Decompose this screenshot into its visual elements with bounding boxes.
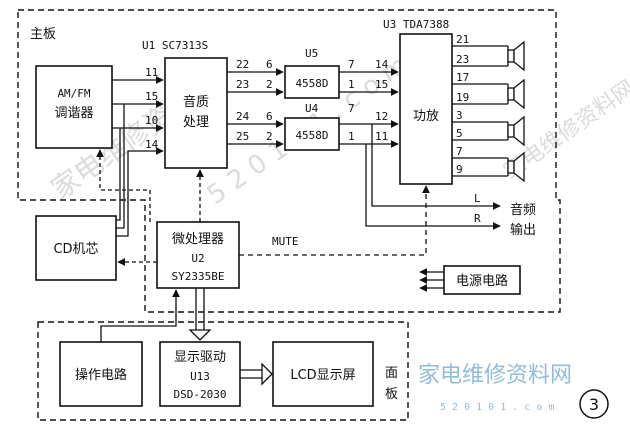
cd-mechanism-block: [35, 215, 117, 281]
u5-out-pin-7: 7: [348, 58, 355, 71]
cd-to-u1-wire-2: [116, 104, 125, 229]
u5-chip: 4558D: [295, 77, 328, 90]
tuner-pin-14: 14: [145, 138, 159, 151]
u3-out-pin-3: 3: [456, 109, 463, 122]
u1-pin-22: 22: [236, 58, 249, 71]
u4-in-pin-6: 6: [266, 110, 273, 123]
speaker-icon: [507, 78, 525, 110]
u3-out-pin-21: 21: [456, 33, 469, 46]
u5-label: U5: [305, 47, 318, 60]
u5-op-amp-block: [284, 65, 340, 99]
audio-out-line2: 输出: [510, 222, 536, 238]
u5-in-pin-6: 6: [266, 58, 273, 71]
u4-in-pin-2: 2: [266, 130, 273, 143]
panel-label-2: 板: [385, 387, 398, 402]
u3-in-pin-11: 11: [375, 130, 388, 143]
display-driver-line2: U13: [190, 370, 210, 383]
panel-label-1: 面: [385, 366, 398, 381]
audio-out-l-wire: [371, 124, 501, 210]
u3-out-pin-19: 19: [456, 91, 469, 104]
main-board-label: 主板: [30, 27, 56, 42]
tuner-pin-10: 10: [145, 114, 158, 127]
u1-audio-processor-block: [164, 57, 228, 169]
lcd-label: LCD显示屏: [290, 368, 355, 383]
audio-out-r-label: R: [474, 212, 481, 225]
u3-power-amp-block: [399, 33, 453, 185]
u4-op-amp-block: [284, 117, 340, 151]
display-driver-block: [159, 341, 241, 407]
audio-proc-line2: 处理: [183, 115, 209, 130]
audio-out-r-wire: [365, 144, 501, 230]
display-driver-line3: DSD-2030: [174, 388, 227, 401]
tuner-line1: AM/FM: [57, 87, 90, 100]
u4-out-pin-7: 7: [348, 102, 355, 115]
speaker-icon: [507, 151, 525, 183]
speaker-icon: [507, 40, 525, 72]
u3-out-pin-5: 5: [456, 127, 463, 140]
u3-header: U3 TDA7388: [383, 18, 449, 31]
mcu-line1: 微处理器: [172, 232, 224, 247]
figure-number-circle: [579, 389, 609, 419]
operation-to-mcu-wire: [100, 289, 180, 342]
tuner-line2: 调谐器: [54, 106, 93, 121]
display-driver-line1: 显示驱动: [174, 350, 226, 365]
mute-label: MUTE: [272, 235, 299, 248]
operation-label: 操作电路: [75, 367, 127, 383]
cd-label: CD机芯: [53, 242, 98, 257]
watermark-url: 5 2 0 1 0 1 . c o m: [440, 402, 554, 413]
u1-pin-24: 24: [236, 110, 250, 123]
speaker-icon: [507, 115, 525, 147]
mcu-line2: U2: [191, 252, 204, 265]
u3-in-pin-14: 14: [375, 58, 389, 71]
u3-out-pin-9: 9: [456, 163, 463, 176]
u1-pin-25: 25: [236, 130, 249, 143]
main-board-boundary: [17, 9, 561, 313]
audio-out-l-label: L: [474, 192, 481, 205]
u4-chip: 4558D: [295, 129, 328, 142]
am-fm-tuner-block: [35, 65, 113, 149]
mcu-to-tuner-control: [96, 149, 151, 222]
lcd-display-block: [272, 341, 374, 407]
u5-in-pin-2: 2: [266, 78, 273, 91]
panel-boundary: [37, 321, 409, 421]
u3-out-pin-17: 17: [456, 71, 469, 84]
u5-out-pin-1: 1: [348, 78, 355, 91]
tuner-pin-15: 15: [145, 90, 158, 103]
figure-number: 3: [589, 395, 599, 414]
u1-header: U1 SC7313S: [142, 39, 208, 52]
amp-label: 功放: [413, 109, 439, 124]
u4-label: U4: [305, 102, 319, 115]
cd-to-u1-wire-1: [116, 147, 164, 237]
u3-out-pin-23: 23: [456, 53, 469, 66]
tuner-pin-11: 11: [145, 66, 158, 79]
cd-to-u1-wire-3: [116, 128, 121, 221]
u3-out-pin-7: 7: [456, 145, 463, 158]
power-label: 电源电路: [456, 273, 508, 289]
mcu-block: [156, 221, 240, 289]
lcd-bus-arrowhead: [261, 362, 273, 386]
audio-proc-line1: 音质: [183, 94, 209, 110]
u4-out-pin-1: 1: [348, 130, 355, 143]
mcu-line3: SY2335BE: [172, 270, 225, 283]
watermark-brand: 家电维修资料网: [418, 363, 572, 388]
audio-out-line1: 音频: [510, 202, 536, 218]
u3-in-pin-15: 15: [375, 78, 388, 91]
u3-in-pin-12: 12: [375, 110, 388, 123]
speaker-outputs: 21 23 17 19 3 5 7 9: [452, 33, 525, 183]
mute-line: [239, 185, 430, 256]
u1-pin-23: 23: [236, 78, 249, 91]
bus-arrowhead: [188, 329, 212, 341]
